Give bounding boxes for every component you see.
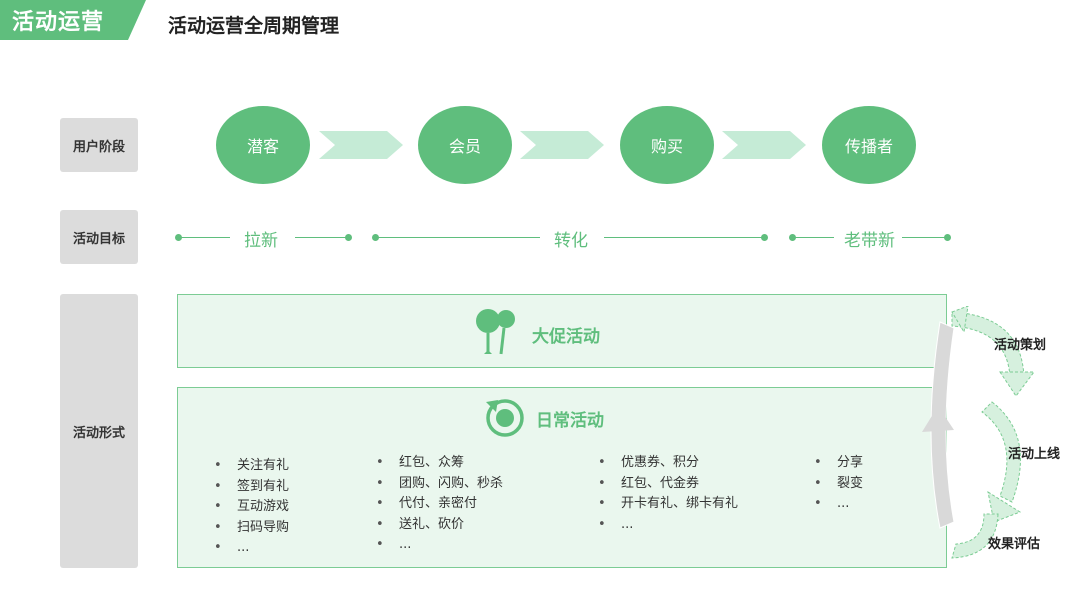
promo-activity-box	[177, 294, 947, 368]
list-item: 优惠券、积分	[598, 453, 738, 474]
stage-spreader: 传播者	[822, 106, 916, 184]
goal-line	[378, 237, 540, 238]
cycle-label-launch: 活动上线	[1008, 447, 1061, 462]
list-item: 签到有礼	[214, 477, 289, 498]
chevron-arrow-2	[520, 131, 604, 159]
list-item: 红包、众筹	[376, 453, 503, 474]
page-title: 活动运营全周期管理	[168, 15, 340, 37]
list-item: ...	[214, 538, 289, 559]
goal-line	[604, 237, 764, 238]
row-label-activity-goal: 活动目标	[60, 210, 138, 264]
chevron-arrow-3	[722, 131, 806, 159]
chevron-arrow-1	[319, 131, 403, 159]
list-item: ...	[598, 515, 738, 536]
cycle-diagram	[922, 306, 1035, 559]
goal-dot	[345, 234, 352, 241]
goal-dot	[761, 234, 768, 241]
goal-line	[180, 237, 230, 238]
goal-conversion: 转化	[554, 231, 588, 251]
goal-dot	[372, 234, 379, 241]
cycle-label-evaluation: 效果评估	[988, 537, 1041, 552]
stage-purchase: 购买	[620, 106, 714, 184]
goal-dot	[944, 234, 951, 241]
promo-activity-title: 大促活动	[532, 327, 600, 347]
header-tag-text: 活动运营	[12, 10, 105, 35]
row-label-activity-form: 活动形式	[60, 294, 138, 568]
row-label-user-stage: 用户阶段	[60, 118, 138, 172]
balloon-icon	[476, 309, 515, 355]
list-item: 裂变	[814, 474, 863, 495]
daily-list-column-1: 关注有礼 签到有礼 互动游戏 扫码导购 ...	[214, 456, 289, 559]
goal-dot	[175, 234, 182, 241]
list-item: ...	[814, 494, 863, 515]
list-item: 团购、闪购、秒杀	[376, 474, 503, 495]
list-item: 送礼、砍价	[376, 515, 503, 536]
goal-line	[794, 237, 834, 238]
goal-line	[295, 237, 347, 238]
header-tag-shape	[0, 0, 146, 40]
list-item: ...	[376, 535, 503, 556]
daily-list-column-2: 红包、众筹 团购、闪购、秒杀 代付、亲密付 送礼、砍价 ...	[376, 453, 503, 556]
target-icon	[486, 399, 524, 437]
list-item: 开卡有礼、绑卡有礼	[598, 494, 738, 515]
list-item: 关注有礼	[214, 456, 289, 477]
goal-acquisition: 拉新	[244, 231, 278, 251]
daily-list-column-3: 优惠券、积分 红包、代金券 开卡有礼、绑卡有礼 ...	[598, 453, 738, 535]
goal-line	[902, 237, 946, 238]
daily-list-column-4: 分享 裂变 ...	[814, 453, 863, 515]
list-item: 互动游戏	[214, 497, 289, 518]
stage-member: 会员	[418, 106, 512, 184]
cycle-label-planning: 活动策划	[994, 338, 1047, 353]
goal-referral: 老带新	[844, 231, 895, 251]
stage-prospect: 潜客	[216, 106, 310, 184]
daily-activity-title: 日常活动	[536, 411, 604, 431]
goal-dot	[789, 234, 796, 241]
list-item: 分享	[814, 453, 863, 474]
list-item: 扫码导购	[214, 518, 289, 539]
header-tag: 活动运营	[0, 0, 148, 40]
list-item: 红包、代金券	[598, 474, 738, 495]
list-item: 代付、亲密付	[376, 494, 503, 515]
